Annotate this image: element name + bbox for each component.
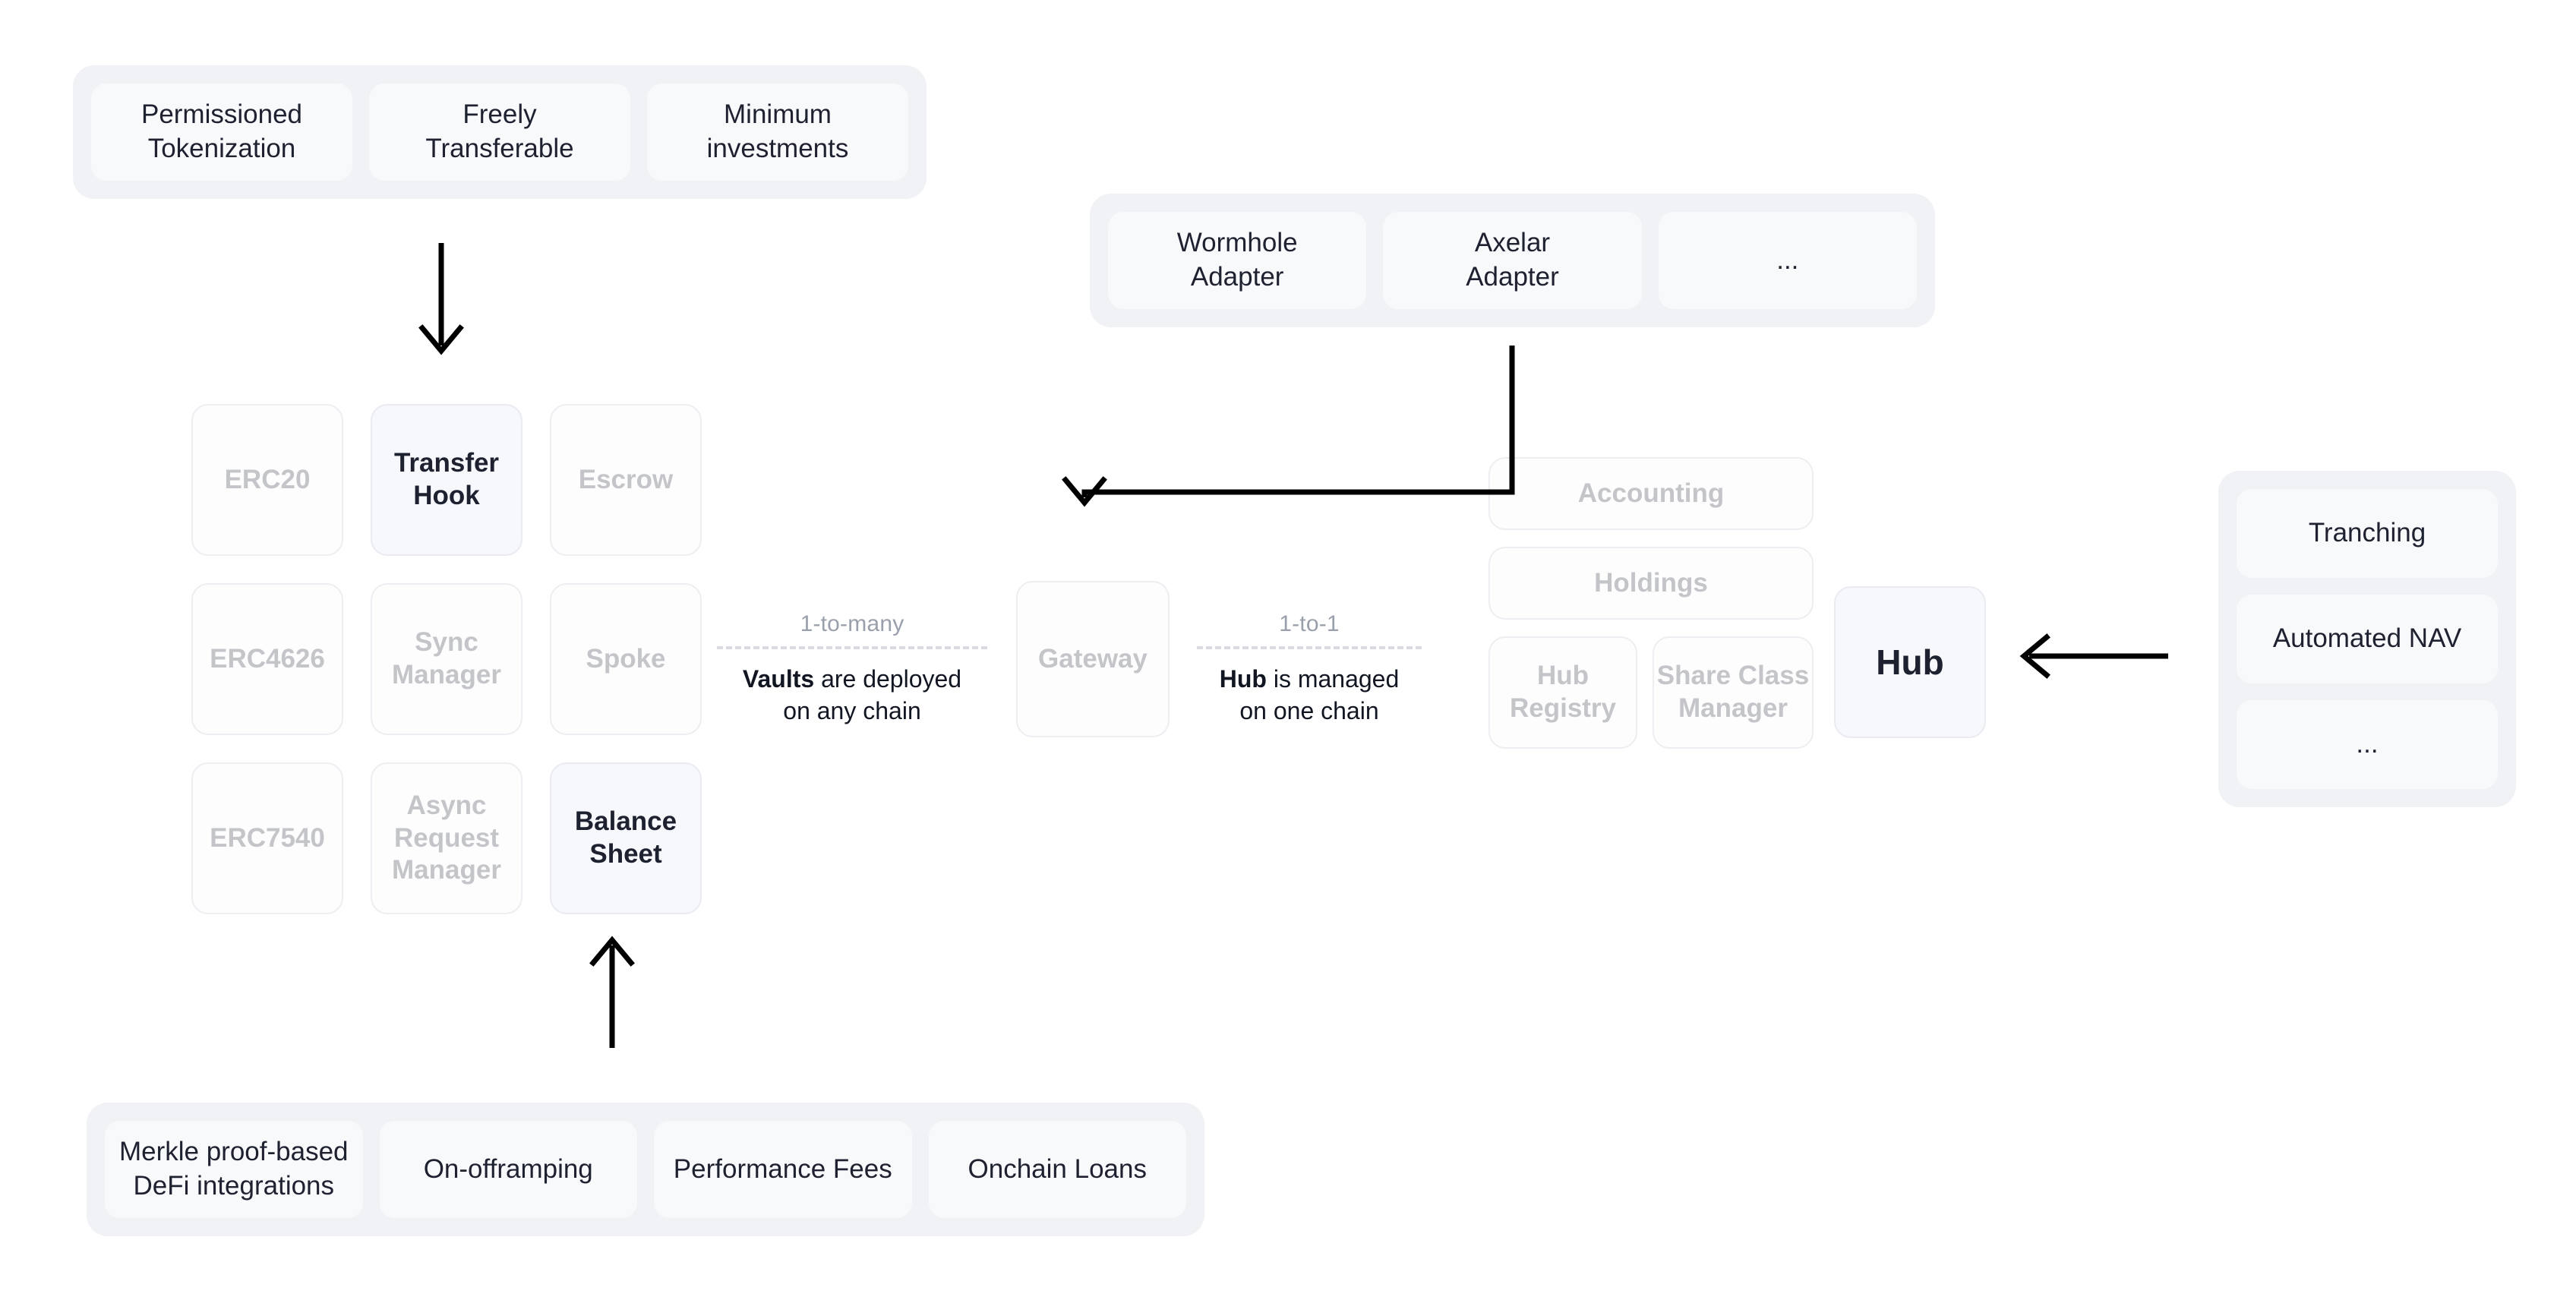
connector-note-bold: Hub — [1219, 665, 1267, 693]
spoke-cell-label: ERC4626 — [210, 643, 325, 674]
hub-feature-label: Tranching — [2308, 518, 2426, 548]
connector-note-bold: Vaults — [742, 665, 815, 693]
spoke-cell-label: ERC20 — [224, 464, 311, 494]
connector-note-line2: on any chain — [783, 697, 921, 725]
spoke-cell-erc20[interactable]: ERC20 — [191, 404, 343, 556]
connector-note: Vaults are deployed on any chain — [717, 663, 987, 727]
spoke-cell-label: Escrow — [578, 464, 674, 494]
arrow-bs-features-to-balance-sheet — [589, 936, 635, 1048]
connector-hub: 1-to-1 Hub is managed on one chain — [1197, 611, 1422, 727]
spoke-cell-label: Spoke — [586, 643, 666, 674]
gateway-card[interactable]: Gateway — [1016, 581, 1170, 737]
hub-feature-label: Automated NAV — [2272, 623, 2462, 654]
hub-card[interactable]: Hub — [1834, 586, 1986, 738]
hub-cell-accounting[interactable]: Accounting — [1488, 457, 1814, 530]
bs-feature-card-onchain-loans[interactable]: Onchain Loans — [928, 1121, 1186, 1218]
adapter-card-more[interactable]: ... — [1658, 212, 1917, 309]
ellipsis-icon: ... — [2356, 729, 2379, 759]
bs-feature-label: Performance Fees — [673, 1153, 892, 1184]
hub-feature-card-automated-nav[interactable]: Automated NAV — [2237, 595, 2498, 683]
spoke-cell-escrow[interactable]: Escrow — [550, 404, 702, 556]
hub-cell-label: Accounting — [1577, 478, 1725, 508]
hub-cell-label: Holdings — [1594, 567, 1708, 598]
connector-cardinality-label: 1-to-many — [800, 611, 904, 636]
connector-note-rest: is managed — [1266, 665, 1400, 693]
hub-features-group: Tranching Automated NAV ... — [2218, 471, 2516, 807]
bs-feature-label: On-offramping — [423, 1153, 593, 1184]
arrow-adapters-to-gateway — [1062, 346, 1515, 507]
connector-vaults: 1-to-many Vaults are deployed on any cha… — [717, 611, 987, 727]
connector-note: Hub is managed on one chain — [1197, 663, 1422, 727]
bs-feature-card-performance-fees[interactable]: Performance Fees — [654, 1121, 912, 1218]
connector-cardinality-label: 1-to-1 — [1279, 611, 1340, 636]
spoke-cell-label: ERC7540 — [210, 822, 325, 853]
hub-label: Hub — [1876, 642, 1944, 682]
spoke-cell-erc7540[interactable]: ERC7540 — [191, 762, 343, 914]
spoke-cell-erc4626[interactable]: ERC4626 — [191, 583, 343, 735]
hub-feature-card-more[interactable]: ... — [2237, 700, 2498, 789]
gateway-label: Gateway — [1038, 644, 1148, 674]
hub-feature-card-tranching[interactable]: Tranching — [2237, 489, 2498, 578]
connector-note-line2: on one chain — [1239, 697, 1379, 725]
hub-cell-holdings[interactable]: Holdings — [1488, 547, 1814, 620]
bs-feature-label: Onchain Loans — [968, 1153, 1147, 1184]
dashed-connector-line — [1197, 646, 1422, 649]
connector-note-rest: are deployed — [814, 665, 962, 693]
arrow-vault-features-to-grid — [418, 243, 464, 355]
arrow-hub-features-to-hub — [2019, 633, 2168, 679]
bs-feature-card-onofframping[interactable]: On-offramping — [379, 1121, 637, 1218]
spoke-cell-spoke[interactable]: Spoke — [550, 583, 702, 735]
ellipsis-icon: ... — [1776, 245, 1799, 275]
dashed-connector-line — [717, 646, 987, 649]
